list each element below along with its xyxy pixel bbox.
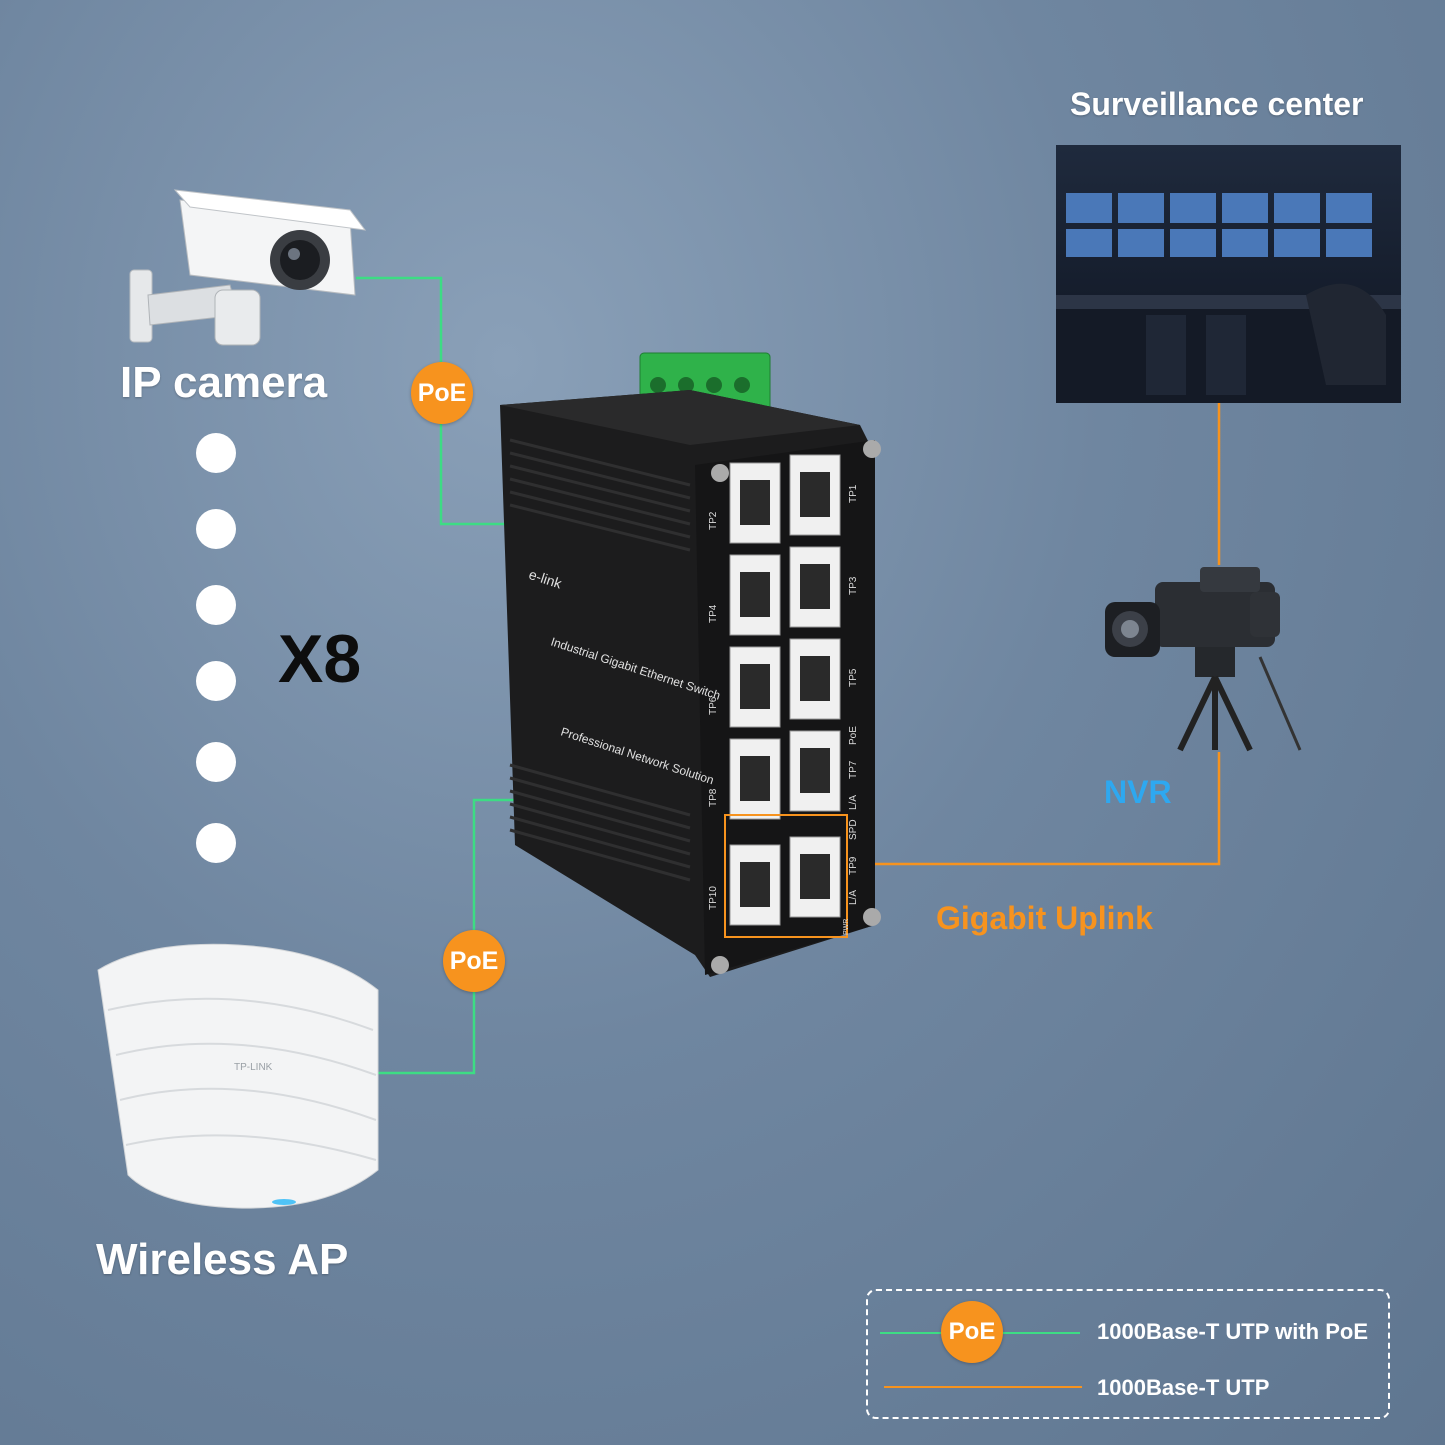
legend-utp-text: 1000Base-T UTP [1097, 1375, 1270, 1400]
ellipsis-dot [196, 433, 236, 473]
surveillance-center-photo [1056, 145, 1401, 403]
port-label: TP2 [708, 511, 719, 530]
legend-box: PoE 1000Base-T UTP with PoE 1000Base-T U… [866, 1289, 1390, 1419]
ip-camera-label: IP camera [120, 358, 328, 407]
ellipsis-dot [196, 661, 236, 701]
camera-poe-badge: PoE [411, 362, 473, 424]
legend-poe-badge: PoE [941, 1301, 1003, 1363]
ellipsis-dot [196, 823, 236, 863]
ellipsis-dot [196, 742, 236, 782]
wireless-ap-label: Wireless AP [96, 1235, 349, 1284]
port-label: TP7 [848, 760, 859, 779]
port-label: TP3 [848, 576, 859, 595]
port-label: TP8 [708, 788, 719, 807]
multiplier-label: X8 [278, 621, 362, 697]
indicator-label: L/A [848, 795, 859, 810]
port-label: TP4 [708, 604, 719, 623]
indicator-label: L/A [848, 890, 859, 905]
surveillance-center-label: Surveillance center [1070, 86, 1364, 122]
indicator-label: PoE [848, 726, 859, 745]
gigabit-uplink-label: Gigabit Uplink [936, 900, 1153, 936]
ap-poe-badge: PoE [443, 930, 505, 992]
wireless-ap-icon: TP-LINK [97, 943, 379, 1209]
uplink-port-outline [724, 814, 848, 938]
uplink-line [848, 752, 1221, 866]
nvr-camera-icon [1105, 567, 1302, 752]
ap-brand-text: TP-LINK [234, 1062, 273, 1073]
ethernet-switch: e-link Industrial Gigabit Ethernet Switc… [500, 352, 881, 977]
ip-camera-icon [129, 189, 367, 346]
ellipsis-dot [196, 585, 236, 625]
indicator-label: SPD [848, 819, 859, 840]
port-label: TP10 [708, 886, 719, 910]
ellipsis-dot [196, 509, 236, 549]
port-label: TP1 [848, 484, 859, 503]
port-label: TP5 [848, 668, 859, 687]
nvr-label: NVR [1104, 774, 1172, 810]
indicator-label: PWR [843, 919, 850, 935]
port-label: TP6 [708, 696, 719, 715]
legend-poe-text: 1000Base-T UTP with PoE [1097, 1319, 1369, 1344]
port-label: TP9 [848, 856, 859, 875]
